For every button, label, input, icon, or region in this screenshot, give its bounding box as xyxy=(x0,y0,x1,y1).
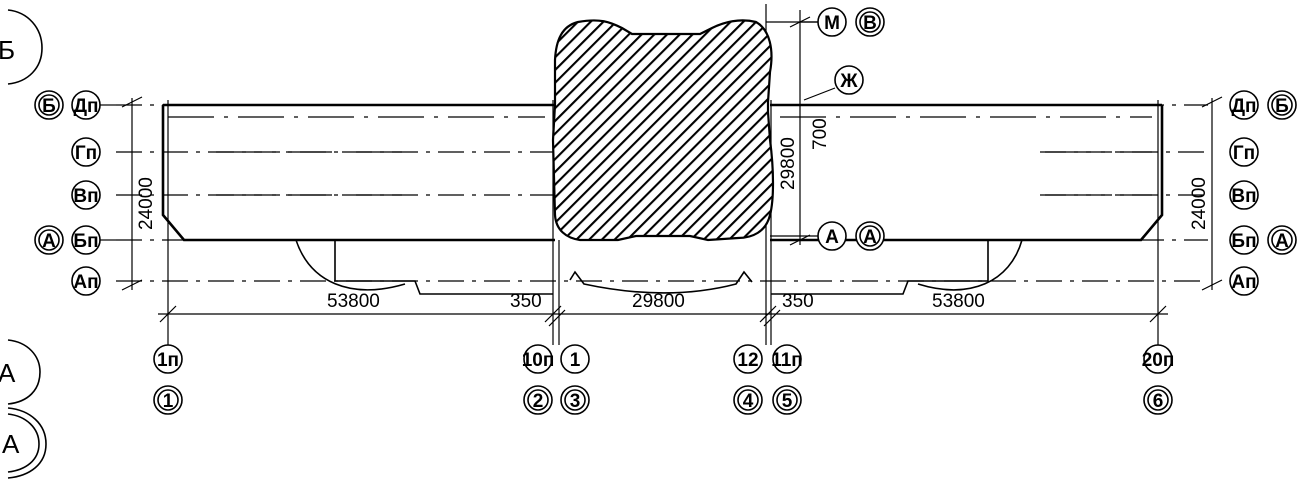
svg-text:12: 12 xyxy=(737,350,758,371)
row-bubble-dp-right: Дп xyxy=(1229,90,1259,120)
col-bubble-num-4: 4 xyxy=(733,385,763,415)
col-bubble-1n: 1п xyxy=(153,344,183,374)
row-bubble-vp-left: Вп xyxy=(71,180,101,210)
dim-bottom-spans: 53800 350 29800 350 53800 xyxy=(158,291,1168,327)
svg-text:1п: 1п xyxy=(157,350,179,371)
svg-text:Ап: Ап xyxy=(1231,272,1256,293)
dim-right-span: 53800 xyxy=(932,291,985,312)
col-bubble-11n: 11п xyxy=(771,344,803,374)
svg-text:4: 4 xyxy=(743,391,754,412)
col-bubble-num-5: 5 xyxy=(772,385,802,415)
row-bubbles-left: Б Дп Гп Вп А Бп Ап xyxy=(34,90,116,296)
row-bubble-b-left: Б xyxy=(34,90,64,120)
left-building-outline xyxy=(161,103,555,295)
svg-text:3: 3 xyxy=(570,391,581,412)
row-bubble-m: М xyxy=(817,7,847,37)
svg-text:Вп: Вп xyxy=(1231,186,1256,207)
row-bubble-ap-right: Ап xyxy=(1229,266,1259,296)
svg-text:5: 5 xyxy=(782,391,793,412)
svg-text:Дп: Дп xyxy=(1231,96,1256,117)
svg-text:Бп: Бп xyxy=(1231,231,1256,252)
svg-text:6: 6 xyxy=(1153,391,1164,412)
svg-text:А: А xyxy=(42,231,56,252)
svg-text:700: 700 xyxy=(810,118,831,150)
dim-gap-right: 350 xyxy=(782,291,814,312)
dim-left-height: 24000 xyxy=(121,96,157,291)
svg-text:Б: Б xyxy=(0,35,15,65)
col-bubble-12: 12 xyxy=(733,344,763,374)
svg-text:Бп: Бп xyxy=(73,231,98,252)
svg-text:Б: Б xyxy=(42,96,56,117)
dim-gap-left: 350 xyxy=(510,291,542,312)
svg-text:Дп: Дп xyxy=(73,96,98,117)
svg-text:20п: 20п xyxy=(1142,350,1175,371)
col-bubble-10n: 10п xyxy=(522,344,555,374)
svg-text:А: А xyxy=(825,227,839,248)
row-bubbles-right: Дп Б Гп Вп Бп А Ап xyxy=(1229,90,1297,296)
row-bubble-gp-right: Гп xyxy=(1229,137,1259,167)
row-bubble-vp-right: Вп xyxy=(1229,180,1259,210)
svg-text:10п: 10п xyxy=(522,350,555,371)
middle-span-arc xyxy=(569,270,753,294)
svg-text:Гп: Гп xyxy=(75,143,97,164)
svg-text:А: А xyxy=(863,227,877,248)
col-bubble-num-1: 1 xyxy=(153,385,183,415)
row-bubble-ap-left: Ап xyxy=(71,266,101,296)
corner-label-b: Б xyxy=(0,9,43,85)
row-bubble-dp-left: Дп xyxy=(71,90,101,120)
row-bubble-bp-right: Бп xyxy=(1229,225,1259,255)
row-bubble-zh: Ж xyxy=(834,65,864,95)
col-bubble-num-2: 2 xyxy=(523,385,553,415)
right-building-outline xyxy=(770,103,1164,295)
column-bubbles: 1п 1 10п 1 2 3 12 11п xyxy=(153,344,1175,415)
svg-text:2: 2 xyxy=(533,391,544,412)
row-bubble-a-left: А xyxy=(34,225,64,255)
middle-block-bubbles: М В Ж А А xyxy=(800,7,885,251)
svg-text:Вп: Вп xyxy=(73,186,98,207)
svg-text:Гп: Гп xyxy=(1233,143,1255,164)
row-bubble-b-right: Б xyxy=(1267,90,1297,120)
col-bubble-20n: 20п xyxy=(1142,344,1175,374)
svg-text:Б: Б xyxy=(1275,96,1289,117)
row-bubble-a-mid-single: А xyxy=(817,221,847,251)
dim-mid-span: 29800 xyxy=(632,291,685,312)
svg-text:Ж: Ж xyxy=(839,71,858,92)
svg-text:А: А xyxy=(2,429,20,459)
dim-left-span: 53800 xyxy=(327,291,380,312)
hatched-block xyxy=(551,19,775,242)
dim-middle-height: 29800 700 xyxy=(766,10,836,246)
svg-text:29800: 29800 xyxy=(778,137,799,190)
dim-right-height: 24000 xyxy=(1189,96,1223,291)
svg-text:Ап: Ап xyxy=(73,272,98,293)
svg-text:В: В xyxy=(863,13,877,34)
svg-text:11п: 11п xyxy=(771,350,803,371)
svg-text:24000: 24000 xyxy=(136,177,157,230)
svg-text:А: А xyxy=(0,358,16,388)
row-bubble-gp-left: Гп xyxy=(71,137,101,167)
col-bubble-num-3: 3 xyxy=(560,385,590,415)
row-bubble-bp-left: Бп xyxy=(71,225,101,255)
corner-label-a-single: А xyxy=(0,339,41,405)
svg-text:М: М xyxy=(824,13,840,34)
row-bubble-a-right: А xyxy=(1267,225,1297,255)
svg-text:1: 1 xyxy=(570,350,581,371)
row-bubble-a-mid-double: А xyxy=(855,221,885,251)
svg-text:А: А xyxy=(1275,231,1289,252)
row-bubble-v-top: В xyxy=(855,7,885,37)
svg-text:24000: 24000 xyxy=(1189,177,1210,230)
corner-label-a-double: А xyxy=(2,407,47,479)
svg-text:1: 1 xyxy=(163,391,174,412)
col-bubble-num-6: 6 xyxy=(1143,385,1173,415)
col-bubble-1: 1 xyxy=(560,344,590,374)
